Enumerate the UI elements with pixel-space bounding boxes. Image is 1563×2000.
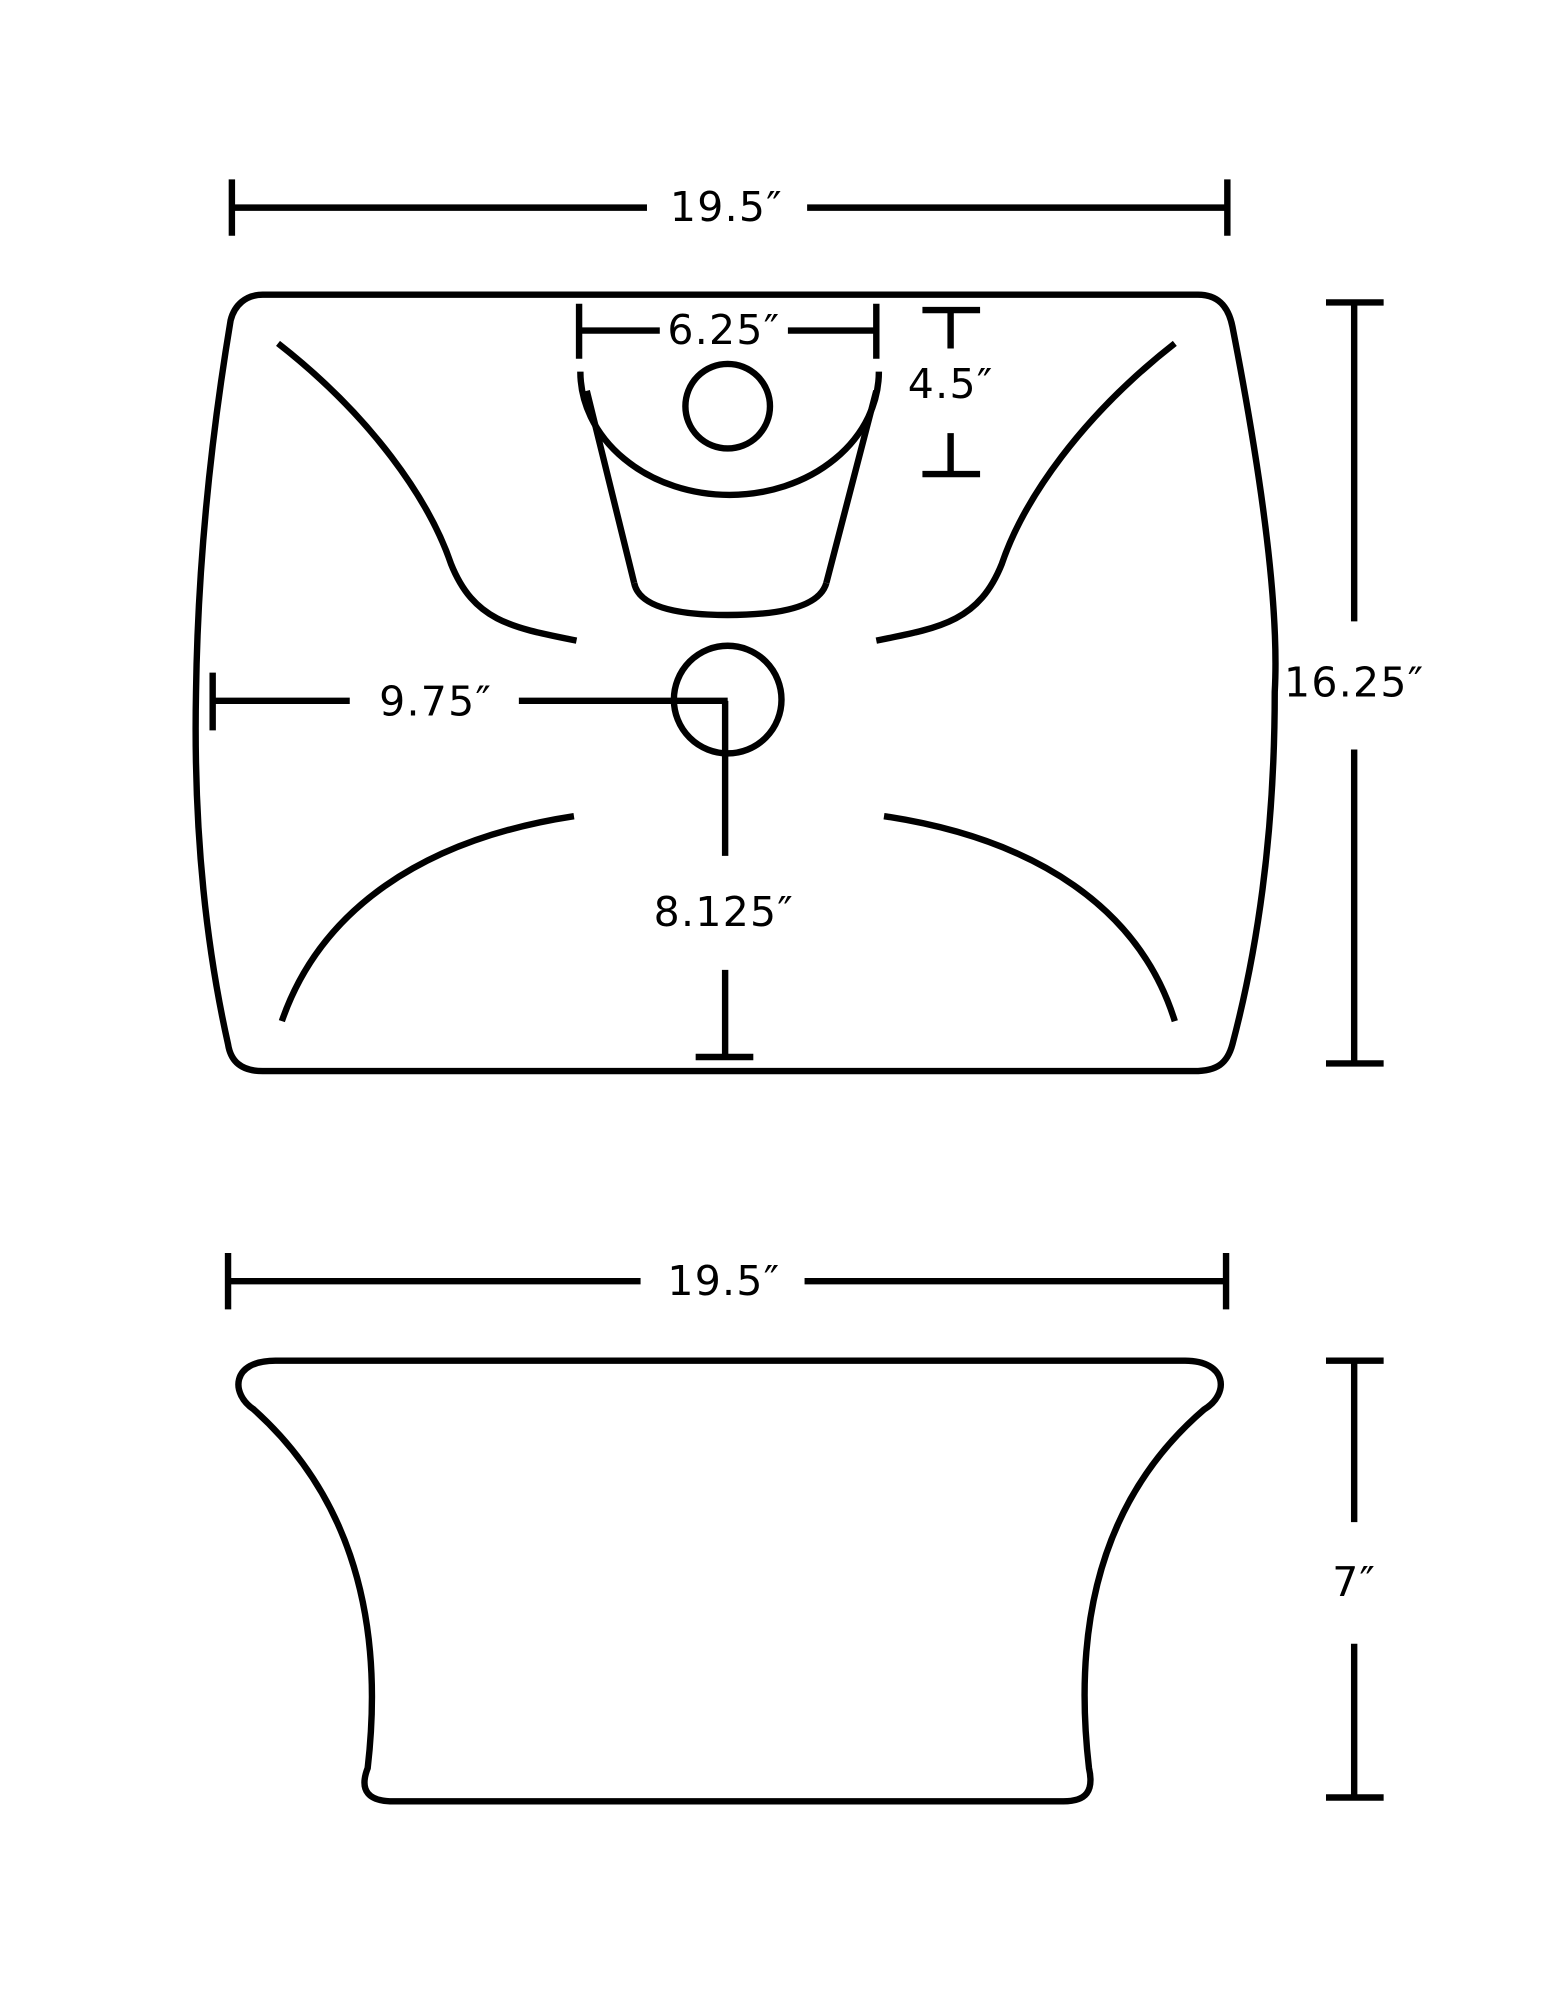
top-depth-dimension: 16.25″ — [1284, 299, 1424, 1067]
drain-y-label: 8.125″ — [654, 888, 794, 936]
faucet-hole-offset-dimension: 4.5″ — [908, 306, 994, 478]
side-width-label: 19.5″ — [667, 1257, 780, 1305]
side-height-dimension: 7″ — [1325, 1357, 1384, 1801]
drain-x-label: 9.75″ — [379, 678, 492, 726]
side-height-label: 7″ — [1332, 1558, 1376, 1606]
top-depth-label: 16.25″ — [1284, 658, 1424, 706]
drain-x-dimension: 9.75″ — [209, 672, 728, 731]
basin-outline-top — [192, 291, 1279, 1075]
faucet-deck-width-dimension: 6.25″ — [575, 303, 880, 359]
faucet-deck — [577, 360, 883, 619]
top-width-dimension: 19.5″ — [228, 179, 1231, 236]
drain-y-dimension: 8.125″ — [654, 700, 794, 1061]
basin-outline-side — [235, 1357, 1224, 1805]
top-width-label: 19.5″ — [670, 183, 783, 231]
side-width-dimension: 19.5″ — [224, 1253, 1230, 1310]
faucet-hole-offset-label: 4.5″ — [908, 360, 994, 408]
faucet-deck-width-label: 6.25″ — [667, 306, 780, 354]
bowl-contours — [276, 340, 1178, 1023]
faucet-hole — [682, 360, 774, 452]
